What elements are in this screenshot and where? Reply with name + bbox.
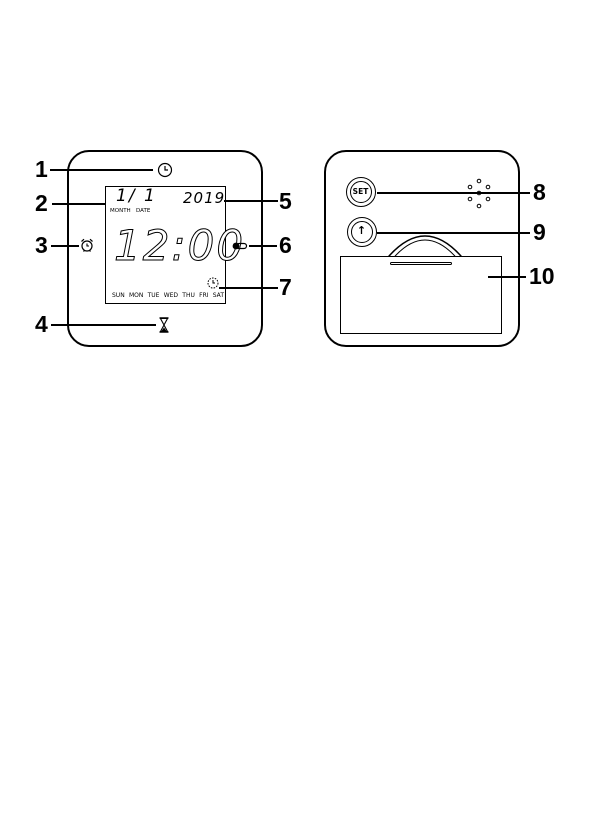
up-button[interactable]: ↑ [347, 217, 377, 247]
month-label: MONTH [110, 208, 131, 214]
leader-line-2 [52, 203, 106, 205]
weekday-fri: FRI [199, 292, 208, 299]
leader-line-6 [249, 245, 277, 247]
weekday-tue: TUE [148, 292, 160, 299]
leader-line-5 [224, 200, 278, 202]
callout-7: 7 [279, 276, 292, 299]
callout-9: 9 [533, 221, 546, 244]
set-button-label: SET [347, 187, 374, 196]
weekday-thu: THU [182, 292, 195, 299]
weekday-sat: SAT [213, 292, 224, 299]
timer-clock-icon [207, 277, 219, 289]
clock-icon [157, 162, 173, 178]
callout-2: 2 [35, 192, 48, 215]
weekday-row: SUN MON TUE WED THU FRI SAT [112, 292, 224, 299]
speaker-grille [464, 178, 494, 212]
thermometer-icon [232, 241, 248, 251]
callout-6: 6 [279, 234, 292, 257]
set-button[interactable]: SET [346, 177, 376, 207]
date-label: DATE [136, 208, 150, 214]
weekday-wed: WED [164, 292, 178, 299]
weekday-sun: SUN [112, 292, 125, 299]
weekday-mon: MON [129, 292, 143, 299]
leader-line-1 [50, 169, 153, 171]
up-button-symbol: ↑ [348, 224, 375, 237]
date-display: 1/ 1 [116, 186, 157, 206]
callout-5: 5 [279, 190, 292, 213]
battery-cover-slot [390, 262, 452, 265]
leader-line-10 [488, 276, 526, 278]
leader-line-4 [51, 324, 156, 326]
time-display: 12:00 [114, 225, 245, 267]
leader-line-9 [377, 232, 530, 234]
hourglass-icon [158, 317, 170, 333]
leader-line-8 [377, 192, 530, 194]
callout-8: 8 [533, 181, 546, 204]
alarm-clock-icon [79, 237, 95, 253]
callout-10: 10 [529, 265, 555, 288]
leader-line-3 [51, 245, 79, 247]
battery-cover[interactable] [340, 256, 502, 334]
leader-line-7 [219, 287, 278, 289]
callout-4: 4 [35, 313, 48, 336]
callout-3: 3 [35, 234, 48, 257]
callout-1: 1 [35, 158, 48, 181]
year-display: 2019 [183, 189, 225, 207]
